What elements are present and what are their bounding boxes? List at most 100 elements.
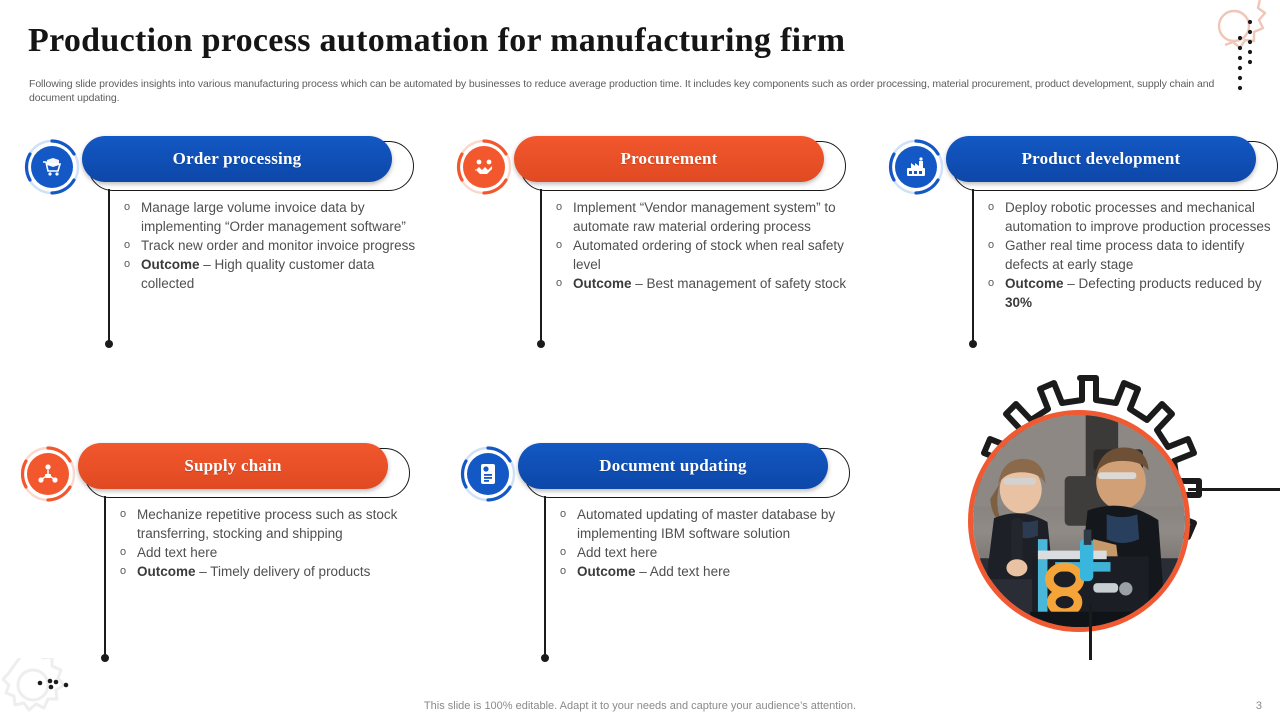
bullet-item: o Mechanize repetitive process such as st… xyxy=(120,505,412,543)
badge-ring-icon xyxy=(20,446,76,502)
card-header-pill[interactable]: Product development xyxy=(946,136,1278,191)
supply-network-icon xyxy=(38,464,58,483)
badge-disc xyxy=(463,146,505,188)
bullet-item: o Add text here xyxy=(120,543,412,562)
card-bullet-list: o Manage large volume invoice data by imp… xyxy=(124,198,416,293)
bullet-item: o Implement “Vendor management system” to… xyxy=(556,198,848,236)
card-bullet-list: o Mechanize repetitive process such as st… xyxy=(120,505,412,581)
bullet-text: Mechanize repetitive process such as sto… xyxy=(137,507,398,541)
gear-tail-line-bottom xyxy=(1089,604,1092,660)
bullet-marker: o xyxy=(556,239,563,251)
page-title: Production process automation for manufa… xyxy=(28,22,846,59)
badge-disc xyxy=(895,146,937,188)
bullet-text: Track new order and monitor invoice prog… xyxy=(141,238,416,253)
bullet-text: Outcome – Best management of safety stoc… xyxy=(573,274,848,293)
bullet-marker: o xyxy=(124,258,131,270)
bullet-item: o Outcome – High quality customer data co… xyxy=(124,255,416,293)
bullet-text: Manage large volume invoice data by impl… xyxy=(141,200,406,234)
bullet-item: o Outcome – Best management of safety sto… xyxy=(556,274,848,293)
card-connector-line xyxy=(101,496,109,662)
bullet-marker: o xyxy=(560,508,567,520)
decorative-dots-bottomleft xyxy=(37,678,69,690)
gear-tail-line-right xyxy=(1188,488,1280,491)
bullet-text: Deploy robotic processes and mechanical … xyxy=(1005,200,1271,234)
card-header-pill[interactable]: Document updating xyxy=(518,443,850,498)
bullet-item: o Outcome – Add text here xyxy=(560,562,852,581)
bullet-text: Implement “Vendor management system” to … xyxy=(573,200,836,234)
bullet-rest-text: – Add text here xyxy=(635,564,731,579)
bullet-text: Add text here xyxy=(577,545,658,560)
document-settings-icon xyxy=(481,464,495,484)
connector-end-dot xyxy=(105,340,113,348)
card-connector-line xyxy=(105,189,113,348)
gear-photo-block xyxy=(930,372,1280,670)
pill-fill: Order processing xyxy=(82,136,392,182)
bullet-item: o Manage large volume invoice data by imp… xyxy=(124,198,416,236)
bullet-bold-label: Outcome xyxy=(141,257,200,272)
pill-fill: Product development xyxy=(946,136,1256,182)
connector-end-dot xyxy=(969,340,977,348)
card-bullet-list: o Deploy robotic processes and mechanical… xyxy=(988,198,1280,312)
card-connector-line xyxy=(537,189,545,348)
card-connector-line xyxy=(969,189,977,348)
bullet-rest-text: – Best management of safety stock xyxy=(631,276,847,291)
card-title: Procurement xyxy=(620,149,718,168)
order-cart-box-icon xyxy=(43,158,62,176)
bullet-text: Outcome – High quality customer data col… xyxy=(141,255,416,293)
bullet-marker: o xyxy=(988,201,995,213)
bullet-text: Outcome – Add text here xyxy=(577,562,852,581)
footer-note: This slide is 100% editable. Adapt it to… xyxy=(423,700,857,712)
page-subtitle: Following slide provides insights into v… xyxy=(29,78,1215,104)
bullet-marker: o xyxy=(988,277,995,289)
card-icon-badge[interactable] xyxy=(20,446,76,502)
card-header-pill[interactable]: Supply chain xyxy=(78,443,410,498)
card-icon-badge[interactable] xyxy=(460,446,516,502)
badge-ring-icon xyxy=(456,139,512,195)
card-bullet-list: o Automated updating of master database b… xyxy=(560,505,852,581)
badge-ring-icon xyxy=(460,446,516,502)
bullet-item: o Gather real time process data to identi… xyxy=(988,236,1280,274)
badge-ring-icon xyxy=(888,139,944,195)
bullet-marker: o xyxy=(556,201,563,213)
pill-fill: Document updating xyxy=(518,443,828,489)
card-connector-line xyxy=(541,496,549,662)
bullet-marker: o xyxy=(120,508,127,520)
bullet-item: o Automated ordering of stock when real s… xyxy=(556,236,848,274)
bullet-marker: o xyxy=(988,239,995,251)
bullet-text: Gather real time process data to identif… xyxy=(1005,238,1245,272)
card-title: Product development xyxy=(1021,149,1181,168)
bullet-item: o Deploy robotic processes and mechanical… xyxy=(988,198,1280,236)
bullet-bold-label: Outcome xyxy=(1005,276,1064,291)
bullet-rest-text: – Timely delivery of products xyxy=(195,564,371,579)
card-header-pill[interactable]: Order processing xyxy=(82,136,414,191)
bullet-text: Automated ordering of stock when real sa… xyxy=(573,238,844,272)
badge-disc xyxy=(467,453,509,495)
connector-end-dot xyxy=(541,654,549,662)
pill-fill: Supply chain xyxy=(78,443,388,489)
bullet-item: o Track new order and monitor invoice pro… xyxy=(124,236,416,255)
connector-end-dot xyxy=(101,654,109,662)
automation-photo xyxy=(968,410,1190,632)
bullet-marker: o xyxy=(556,277,563,289)
bullet-item: o Automated updating of master database b… xyxy=(560,505,852,543)
bullet-item: o Add text here xyxy=(560,543,852,562)
bullet-bold-label: Outcome xyxy=(573,276,632,291)
badge-ring-icon xyxy=(24,139,80,195)
bullet-marker: o xyxy=(124,201,131,213)
card-icon-badge[interactable] xyxy=(456,139,512,195)
bullet-marker: o xyxy=(560,565,567,577)
bullet-marker: o xyxy=(560,546,567,558)
card-header-pill[interactable]: Procurement xyxy=(514,136,846,191)
card-title: Document updating xyxy=(599,456,747,475)
bullet-text: Add text here xyxy=(137,545,218,560)
card-icon-badge[interactable] xyxy=(24,139,80,195)
bullet-bold-label: Outcome xyxy=(577,564,636,579)
card-icon-badge[interactable] xyxy=(888,139,944,195)
connector-end-dot xyxy=(537,340,545,348)
bullet-marker: o xyxy=(120,546,127,558)
bullet-marker: o xyxy=(124,239,131,251)
bullet-text: Automated updating of master database by… xyxy=(577,507,836,541)
card-title: Order processing xyxy=(172,149,302,168)
